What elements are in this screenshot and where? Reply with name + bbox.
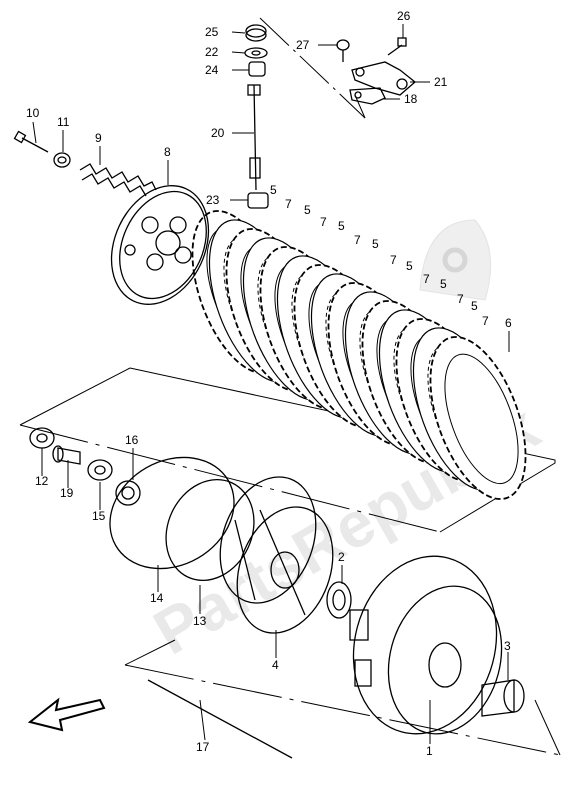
- label-26: 26: [397, 9, 411, 23]
- screw-27: [336, 39, 350, 62]
- clutch-housing: [349, 555, 503, 735]
- label-23: 23: [206, 193, 220, 207]
- label-17: 17: [196, 740, 210, 754]
- label-7f: 7: [457, 292, 464, 306]
- label-7d: 7: [390, 253, 397, 267]
- washer-22: [244, 47, 268, 59]
- clutch-plate-inner: [444, 353, 519, 485]
- clutch-plate-stack: [191, 210, 527, 500]
- label-7e: 7: [423, 272, 430, 286]
- clutch-plate: [429, 336, 527, 500]
- spacer-3: [481, 679, 525, 717]
- wire-ring-14: [109, 456, 235, 570]
- label-15: 15: [92, 509, 106, 523]
- label-2: 2: [338, 550, 345, 564]
- bearing-25: [245, 24, 267, 42]
- label-16: 16: [125, 433, 139, 447]
- label-5b: 5: [304, 203, 311, 217]
- label-8: 8: [164, 145, 171, 159]
- spring-washer: [53, 152, 71, 168]
- label-22: 22: [205, 45, 219, 59]
- label-7c: 7: [354, 233, 361, 247]
- wire-ring-13: [165, 478, 255, 582]
- label-27: 27: [296, 38, 310, 52]
- push-rod: [247, 84, 261, 191]
- clutch-bolt: [13, 130, 49, 153]
- clutch-spring: [79, 163, 157, 197]
- label-5d: 5: [372, 237, 379, 251]
- label-5e: 5: [406, 259, 413, 273]
- label-20: 20: [211, 126, 225, 140]
- watermark-gear-icon: [419, 219, 492, 301]
- label-5f: 5: [440, 277, 447, 291]
- push-rod-17: [147, 679, 293, 759]
- bearing-24: [248, 61, 266, 77]
- label-25: 25: [205, 25, 219, 39]
- label-4: 4: [272, 658, 279, 672]
- washer-15: [87, 459, 113, 481]
- part-labels: 10 11 9 8 25 22 24 20 23 27 26 21 18 5 7…: [26, 9, 512, 758]
- label-19: 19: [60, 486, 74, 500]
- label-6: 6: [505, 316, 512, 330]
- spacer-19: [52, 445, 81, 465]
- screw-26: [387, 37, 407, 56]
- label-7g: 7: [482, 314, 489, 328]
- label-5g: 5: [471, 299, 478, 313]
- label-3: 3: [504, 639, 511, 653]
- pressure-plate: [110, 185, 210, 305]
- release-arm: [351, 61, 417, 96]
- label-1: 1: [426, 744, 433, 758]
- leader-lines: [32, 24, 510, 744]
- arrow-icon: [27, 697, 106, 732]
- thrust-washer: [326, 581, 352, 619]
- label-21: 21: [434, 75, 448, 89]
- label-7a: 7: [285, 197, 292, 211]
- label-14: 14: [150, 591, 164, 605]
- label-12: 12: [35, 474, 49, 488]
- sleeve-hub: [219, 476, 334, 634]
- label-18: 18: [404, 92, 418, 106]
- reference-lines: [19, 17, 561, 756]
- label-7b: 7: [320, 215, 327, 229]
- label-24: 24: [205, 63, 219, 77]
- label-10: 10: [26, 106, 40, 120]
- label-5a: 5: [270, 183, 277, 197]
- label-11: 11: [57, 115, 70, 129]
- bearing-23: [247, 192, 269, 209]
- label-9: 9: [95, 131, 102, 145]
- release-plate: [349, 87, 386, 105]
- label-5c: 5: [338, 219, 345, 233]
- label-13: 13: [193, 614, 207, 628]
